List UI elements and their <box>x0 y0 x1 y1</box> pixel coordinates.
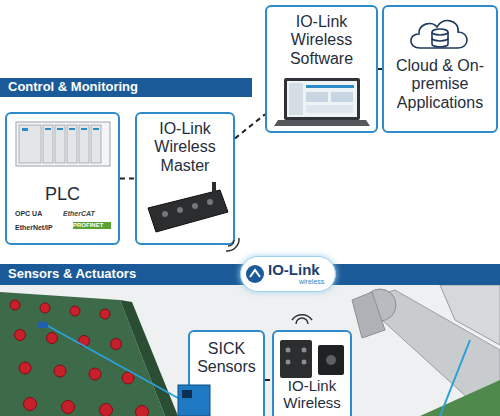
section-band: Control & Monitoring <box>0 78 252 97</box>
dashed-connector <box>265 379 272 381</box>
small-sensor <box>38 322 48 328</box>
conveyor-plate <box>0 292 165 416</box>
node-label: IO-Link <box>268 261 334 278</box>
section-band: Sensors & Actuators IO-Linkwireless <box>0 264 500 285</box>
logo-badge: IO-Linkwireless <box>240 256 336 292</box>
dashed-connector <box>120 178 135 180</box>
plc-rack-icon <box>16 122 110 166</box>
wireless-signal <box>226 238 312 324</box>
cloud-box: Cloud & On-premise Applications <box>382 5 498 133</box>
node-label: IO-Link Wireless <box>274 377 350 412</box>
sick-sensor-icon <box>178 385 210 416</box>
dashed-connector <box>235 114 265 138</box>
sensor-box: SICK Sensors <box>188 330 265 416</box>
plc-box: PLC OPC UAEtherCAT EtherNet/IPPROFINET <box>5 112 120 245</box>
node-sublabel: EtherNet/IP <box>15 224 71 232</box>
node-sublabel: PROFINET <box>73 222 111 229</box>
robot-arm <box>352 285 500 416</box>
io-link-logo-icon <box>246 265 264 283</box>
software-box: IO-Link Wireless Software <box>265 5 378 133</box>
conveyor-edge <box>120 300 178 416</box>
node-sublabel: OPC UA <box>15 210 61 218</box>
node-sublabel: wireless <box>299 278 333 286</box>
node-label: SICK Sensors <box>190 340 263 377</box>
sensor-cable <box>48 326 178 398</box>
master-device-icon <box>148 182 228 232</box>
node-label: PLC <box>7 184 118 205</box>
device-box: IO-Link Wireless <box>272 330 352 416</box>
node-label: IO-Link Wireless Master <box>139 120 231 175</box>
node-label: Sensors & Actuators <box>8 267 208 282</box>
node-label: Cloud & On-premise Applications <box>386 57 494 112</box>
suction-cups <box>10 300 149 416</box>
dashed-connector <box>378 68 382 70</box>
master-box: IO-Link Wireless Master <box>135 112 235 245</box>
node-label: Control & Monitoring <box>8 80 248 95</box>
node-label: IO-Link Wireless Software <box>269 13 374 68</box>
laptop-icon <box>274 78 370 126</box>
wireless-devices-icon <box>280 340 344 378</box>
node-sublabel: EtherCAT <box>63 210 113 218</box>
cloud-database-icon <box>411 21 467 48</box>
